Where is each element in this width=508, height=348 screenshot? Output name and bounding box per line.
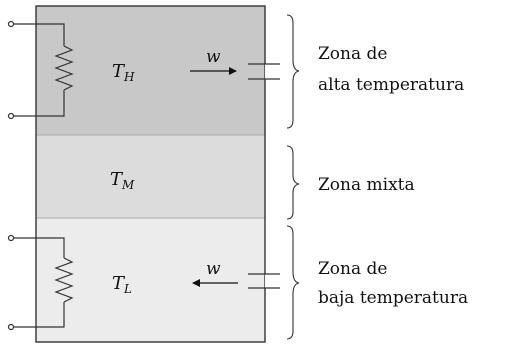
low-zone-caption-line1: Zona de [318,259,387,279]
terminal-icon [7,323,15,331]
low-zone-heater-circuit [7,234,74,331]
mixed-zone [36,135,265,218]
zigzag-resistor-icon [54,45,74,91]
right-brace-icon [286,14,300,129]
high-zone-heater-circuit [7,20,74,120]
temperature-high-label: TH [112,61,135,84]
container-outline [35,5,266,343]
low-zone-caption-line2: baja temperatura [318,288,468,308]
high-zone-caption-line2: alta temperatura [318,75,464,95]
zigzag-resistor-icon [54,257,74,303]
temperature-low-label: TL [112,273,132,296]
high-zone-caption-line1: Zona de [318,44,387,64]
high-zone-work-label: w [206,47,221,67]
right-brace-icon [286,145,300,220]
low-zone-work-label: w [206,259,221,279]
terminal-icon [7,112,15,120]
right-brace-icon [286,225,300,340]
high-zone-heat-exchanger-icon [248,63,280,80]
low-zone-heat-exchanger-icon [248,273,280,289]
terminal-icon [7,234,15,242]
low-temperature-zone [36,218,265,342]
mixed-zone-caption: Zona mixta [318,175,415,195]
temperature-mixed-label: TM [110,169,135,192]
terminal-icon [7,20,15,28]
